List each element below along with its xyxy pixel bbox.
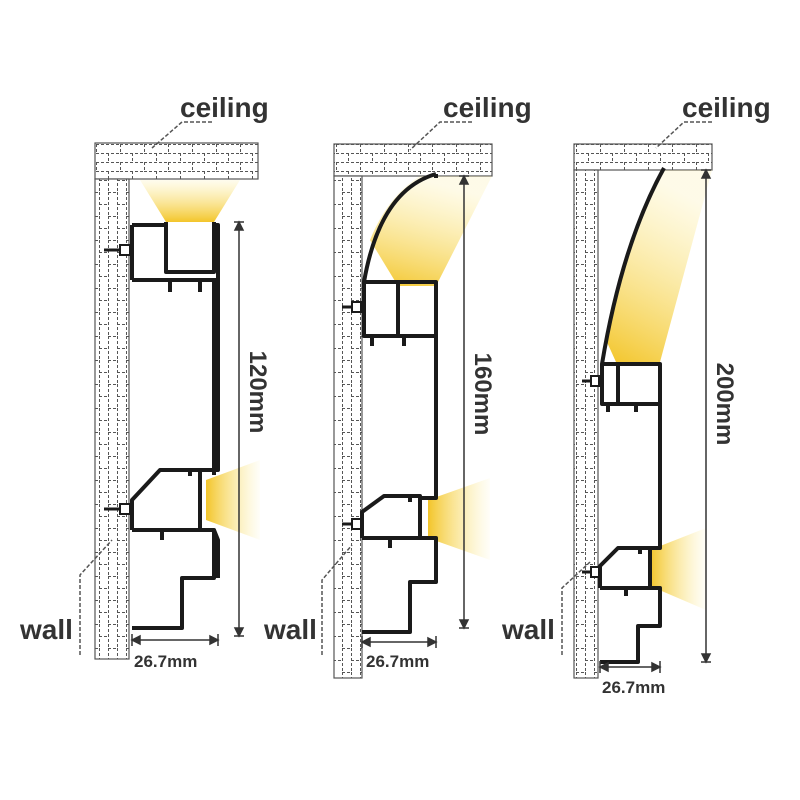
panel-120mm xyxy=(79,121,260,660)
height-label-3: 200mm xyxy=(711,362,738,446)
uplight-beam xyxy=(140,180,240,222)
sidelight-beam xyxy=(428,478,490,560)
wall-masonry xyxy=(94,178,130,660)
width-label-3: 26.7mm xyxy=(602,678,666,697)
ceiling-masonry xyxy=(333,143,493,177)
ceiling-masonry xyxy=(573,143,713,171)
wall-masonry xyxy=(333,175,363,679)
sidelight-beam xyxy=(650,528,706,610)
wall-label-3: wall xyxy=(502,614,555,645)
sidelight-beam xyxy=(206,460,260,540)
wall-label-2: wall xyxy=(264,614,317,645)
ceiling-label-1: ceiling xyxy=(180,92,269,123)
panel-200mm xyxy=(561,121,713,679)
height-label-2: 160mm xyxy=(469,352,496,436)
height-label-1: 120mm xyxy=(244,350,271,434)
ceiling-label-3: ceiling xyxy=(682,92,771,123)
wall-label-1: wall xyxy=(20,614,73,645)
panel-160mm xyxy=(321,121,493,679)
width-label-1: 26.7mm xyxy=(134,652,198,671)
ceiling-label-2: ceiling xyxy=(443,92,532,123)
ceiling-masonry xyxy=(94,142,259,180)
uplight-beam xyxy=(370,176,492,286)
wall-masonry xyxy=(573,169,599,679)
uplight-beam xyxy=(606,170,712,362)
width-label-2: 26.7mm xyxy=(366,652,430,671)
